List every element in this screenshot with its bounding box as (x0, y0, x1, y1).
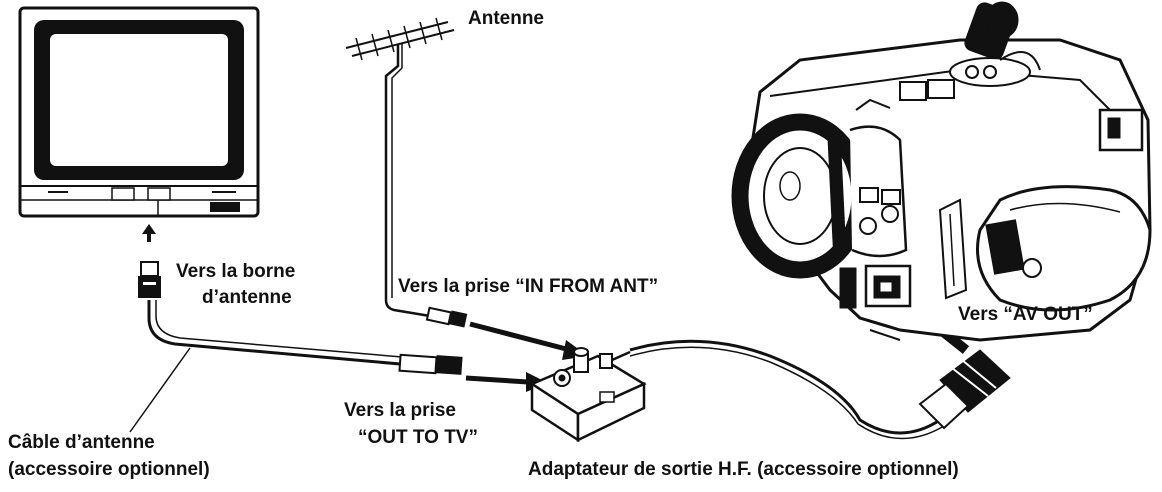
label-to-in-from-ant: Vers la prise “IN FROM ANT” (398, 276, 658, 297)
label-to-out-to-tv-line2: “OUT TO TV” (358, 427, 478, 448)
av-out-plug-connector (918, 349, 1011, 430)
label-cable-line1: Câble d’antenne (8, 432, 155, 453)
av-cable (629, 339, 945, 440)
arrow-to-tv-icon (142, 224, 156, 242)
label-to-antenna-terminal-line1: Vers la borne (176, 261, 295, 282)
antenna-icon (345, 17, 455, 318)
tv-set (18, 6, 260, 218)
diagram-labels: Antenne Vers la borne d’antenne Vers la … (8, 8, 1093, 480)
antenna-cable (147, 300, 403, 366)
label-antenna: Antenne (468, 8, 544, 29)
cable-callout-line (129, 347, 191, 433)
label-cable-line2: (accessoire optionnel) (8, 459, 210, 480)
rf-adapter (529, 347, 647, 443)
tv-antenna-plug (138, 261, 161, 298)
camcorder (731, 1, 1152, 342)
label-to-out-to-tv-line1: Vers la prise (344, 400, 456, 421)
arrow-to-in-from-ant-icon (469, 321, 588, 360)
label-to-antenna-terminal-line2: d’antenne (202, 287, 292, 308)
adapter-plug-connector (398, 353, 463, 375)
antenna-plug-connector (425, 306, 468, 328)
label-to-av-out: Vers “AV OUT” (958, 304, 1093, 325)
label-rf-adapter: Adaptateur de sortie H.F. (accessoire op… (528, 459, 959, 480)
